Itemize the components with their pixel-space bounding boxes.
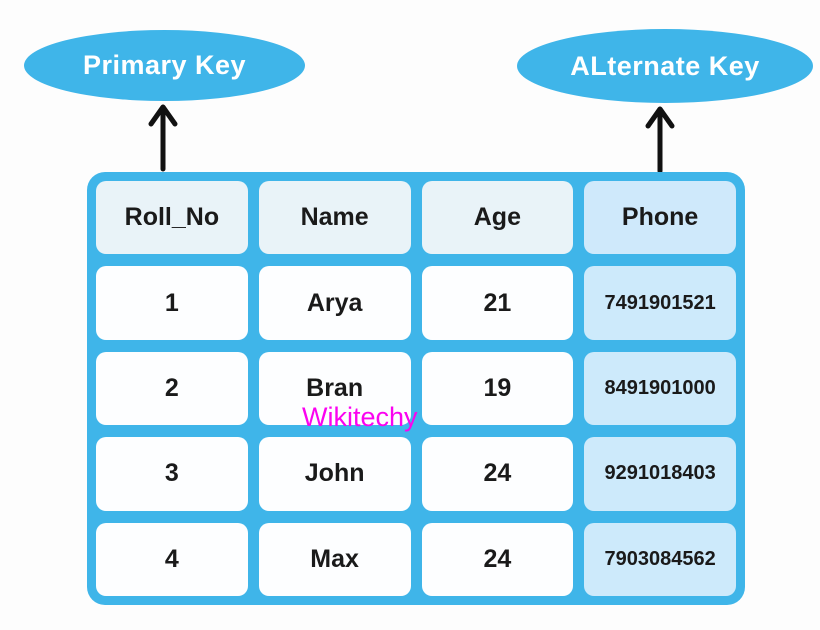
table-cell: 7903084562 [584,522,736,596]
header-cell-roll_no: Roll_No [96,181,248,255]
table-cell: 7491901521 [584,266,736,340]
table-cell: 9291018403 [584,437,736,511]
primary-key-label: Primary Key [82,50,247,80]
watermark-text: Wikitechy [302,402,418,432]
alternate-key-arrow-icon [643,103,677,175]
header-cell-phone: Phone [584,181,736,255]
table-cell: Max [258,522,411,596]
table-cell: 24 [421,522,574,596]
table-cell: 3 [96,437,248,511]
header-cell-name: Name [258,181,411,255]
table-cell: 21 [421,266,574,340]
table-cell: 8491901000 [584,351,736,426]
table-cell: 4 [96,522,248,596]
primary-key-ellipse: Primary Key [24,30,305,101]
table-cell: John [258,437,411,511]
table-cell: 24 [421,437,574,511]
table-cell: 1 [96,266,248,340]
table-cell: Bran [258,351,411,426]
table-cell: 19 [421,351,574,426]
primary-key-arrow-icon [146,101,180,173]
table-cell: Arya [258,266,411,340]
table-cell: 2 [96,351,248,426]
header-cell-age: Age [421,181,574,255]
alternate-key-ellipse: ALternate Key [517,29,813,103]
alternate-key-label: ALternate Key [570,50,760,81]
